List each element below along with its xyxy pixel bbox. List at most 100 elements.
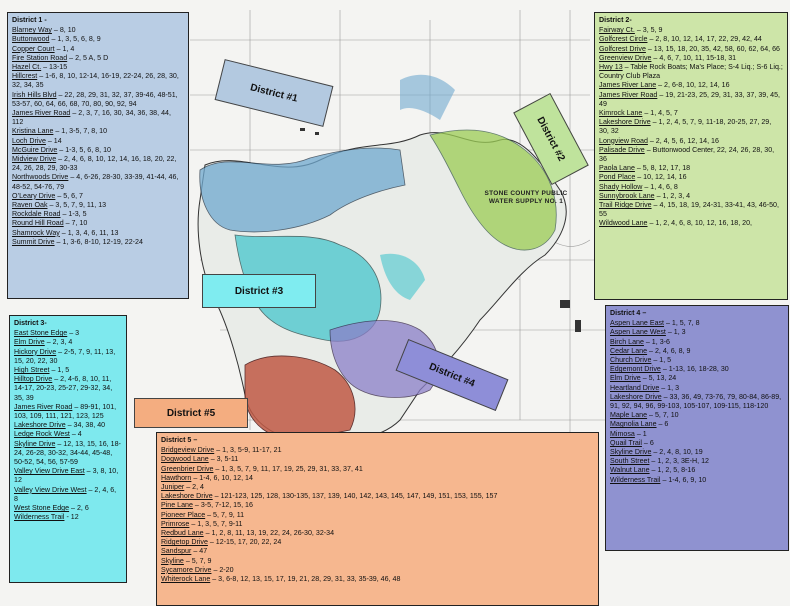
street-entry: James River Road – 19, 21-23, 25, 29, 31…: [599, 91, 783, 109]
house-numbers: – 1: [634, 429, 647, 438]
house-numbers: – 2, 4, 6, 8: [14, 485, 117, 503]
house-numbers: – 19, 21-23, 25, 29, 31, 33, 37, 39, 45,…: [599, 90, 781, 108]
street-entry: West Stone Edge – 2, 6: [14, 504, 122, 513]
street-name: Kimrock Lane: [599, 109, 643, 118]
street-entry: Wildwood Lane – 1, 2, 4, 6, 8, 10, 12, 1…: [599, 219, 783, 228]
house-numbers: – 10, 12, 14, 16: [635, 173, 687, 182]
street-entry: Redbud Lane – 1, 2, 8, 11, 13, 19, 22, 2…: [161, 529, 594, 538]
house-numbers: – 1, 5: [651, 356, 672, 365]
house-numbers: – 2, 5 A, 5 D: [67, 53, 109, 62]
street-name: East Stone Edge: [14, 329, 68, 338]
street-entry: James River Road – 2, 3, 7, 16, 30, 34, …: [12, 109, 184, 127]
street-name: Redbud Lane: [161, 529, 204, 538]
district-5-label: District #5: [134, 398, 248, 428]
street-name: Skyline Drive: [610, 448, 652, 457]
house-numbers: – 13-15: [41, 63, 68, 72]
street-name: Palisade Drive: [599, 145, 645, 154]
street-name: McGuire Drive: [12, 145, 58, 154]
street-entry: Skyline Drive – 2, 4, 8, 10, 19: [610, 448, 784, 457]
street-entry: Paola Lane – 5, 8, 12, 17, 18: [599, 164, 783, 173]
house-numbers: – 22, 28, 29, 31, 32, 37, 39-46, 48-51, …: [12, 90, 178, 108]
street-entry: Juniper – 2, 4: [161, 483, 594, 492]
street-name: Round Hill Road: [12, 219, 64, 228]
house-numbers: – 5, 7, 9, 11: [205, 510, 245, 519]
street-name: Longview Road: [599, 136, 648, 145]
district-1-area: [199, 74, 455, 233]
house-numbers: – 14: [45, 136, 62, 145]
house-numbers: – 6: [641, 438, 654, 447]
street-name: James River Road: [599, 90, 658, 99]
street-entry: Copper Court – 1, 4: [12, 45, 184, 54]
district-1-title: District 1 -: [12, 16, 47, 24]
district-4-legend: District 4 – Aspen Lane East – 1, 5, 7, …: [605, 305, 789, 551]
street-entry: Rockdale Road – 1-3, 5: [12, 210, 184, 219]
street-name: Hawthorn: [161, 473, 192, 482]
street-name: Walnut Lane: [610, 466, 650, 475]
house-numbers: – 1-4, 6, 10, 12, 14: [191, 473, 253, 482]
street-entry: Bridgeview Drive – 1, 3, 5-9, 11-17, 21: [161, 446, 594, 455]
street-name: Cedar Lane: [610, 346, 648, 355]
street-entry: East Stone Edge – 3: [14, 329, 122, 338]
street-entry: Church Drive – 1, 5: [610, 356, 784, 365]
house-numbers: – 1, 2, 3, 4: [654, 191, 691, 200]
house-numbers: – 3, 5, 7, 9, 11, 13: [47, 201, 107, 210]
street-name: Quail Trail: [610, 438, 642, 447]
house-numbers: – 1, 3, 5-9, 11-17, 21: [214, 446, 282, 455]
house-numbers: – 2, 8, 10, 12, 14, 17, 22, 29, 42, 44: [647, 35, 762, 44]
house-numbers: – 2, 3, 4: [44, 338, 73, 347]
house-numbers: – 1, 2, 4, 6, 8, 10, 12, 16, 18, 20,: [647, 219, 753, 228]
street-entry: Aspen Lane West – 1, 3: [610, 328, 784, 337]
street-entry: Shamrock Way – 1, 3, 4, 6, 11, 13: [12, 229, 184, 238]
house-numbers: – 1-3, 5: [60, 210, 87, 219]
house-numbers: – 2-5, 7, 9, 11, 13, 15, 20, 22, 30: [14, 347, 116, 365]
street-name: Fairway Ct.: [599, 26, 635, 35]
street-entry: Magnolia Lane – 6: [610, 420, 784, 429]
house-numbers: – 2, 4-6, 8, 10, 11, 14-17, 20-23, 25-27…: [14, 375, 113, 402]
house-numbers: – 1, 4: [54, 44, 75, 53]
street-name: Lakeshore Drive: [610, 392, 662, 401]
house-numbers: – 3, 6-8, 12, 13, 15, 17, 19, 21, 28, 29…: [210, 575, 401, 584]
street-entry: Hillcrest – 1-6, 8, 10, 12-14, 16-19, 22…: [12, 72, 184, 90]
district-2-area: [429, 129, 557, 251]
street-name: South Street: [610, 457, 650, 466]
house-numbers: – 3, 5-11: [208, 455, 239, 464]
street-entry: Pine Lane – 3-5, 7-12, 15, 16: [161, 501, 594, 510]
street-entry: Trail Ridge Drive – 4, 15, 18, 19, 24-31…: [599, 201, 783, 219]
street-entry: Primrose – 1, 3, 5, 7, 9-11: [161, 520, 594, 529]
street-entry: Longview Road – 2, 4, 5, 6, 12, 14, 16: [599, 137, 783, 146]
street-name: Hwy 13: [599, 63, 623, 72]
house-numbers: – 4, 15, 18, 19, 24-31, 33-41, 43, 46-50…: [599, 201, 779, 219]
street-name: Skyline Drive: [14, 439, 56, 448]
street-entry: Hickory Drive – 2-5, 7, 9, 11, 13, 15, 2…: [14, 348, 122, 366]
district-2-title: District 2-: [599, 16, 632, 24]
house-numbers: – 33, 36, 49, 73-76, 79, 80-84, 86-89, 9…: [610, 392, 782, 411]
house-numbers: – 1-6, 8, 10, 12-14, 16-19, 22-24, 26, 2…: [12, 72, 179, 90]
street-entry: Hazel Ct. – 13-15: [12, 63, 184, 72]
street-name: Aspen Lane East: [610, 319, 665, 328]
house-numbers: – 5, 13, 24: [640, 374, 677, 383]
street-name: Blarney Way: [12, 26, 52, 35]
street-entry: Irish Hills Blvd – 22, 28, 29, 31, 32, 3…: [12, 91, 184, 109]
street-name: Copper Court: [12, 44, 55, 53]
house-numbers: – 1, 2, 5, 8-16: [649, 466, 696, 475]
house-numbers: – 47: [191, 547, 208, 556]
street-entry: South Street – 1, 2, 3, 3E-H, 12: [610, 457, 784, 466]
house-numbers: – 4, 6, 7, 10, 11, 15-18, 31: [651, 53, 737, 62]
district-5-title: District 5 –: [161, 436, 198, 444]
street-name: Heartland Drive: [610, 383, 660, 392]
street-entry: Midview Drive – 2, 4, 6, 8, 10, 12, 14, …: [12, 155, 184, 173]
street-entry: Raven Oak – 3, 5, 7, 9, 11, 13: [12, 201, 184, 210]
street-entry: Hawthorn – 1-4, 6, 10, 12, 14: [161, 474, 594, 483]
street-entry: Summit Drive – 1, 3-6, 8-10, 12-19, 22-2…: [12, 238, 184, 247]
street-entry: Elm Drive – 5, 13, 24: [610, 374, 784, 383]
street-entry: Round Hill Road – 7, 10: [12, 219, 184, 228]
house-numbers: – 2, 3, 7, 16, 30, 34, 36, 38, 44, 112: [12, 109, 171, 127]
house-numbers: – 1, 3, 5, 7, 9-11: [189, 519, 243, 528]
street-entry: Ridgetop Drive – 12-15, 17, 20, 22, 24: [161, 538, 594, 547]
street-name: Wilderness Trail: [610, 475, 661, 484]
house-numbers: – 1, 3-6, 8-10, 12-19, 22-24: [54, 237, 143, 246]
street-entry: James River Lane – 2, 6-8, 10, 12, 14, 1…: [599, 81, 783, 90]
street-name: Valley View Drive West: [14, 485, 87, 494]
street-entry: Fire Station Road – 2, 5 A, 5 D: [12, 54, 184, 63]
house-numbers: – 89-91, 101, 103, 109, 111, 121, 123, 1…: [14, 402, 117, 421]
